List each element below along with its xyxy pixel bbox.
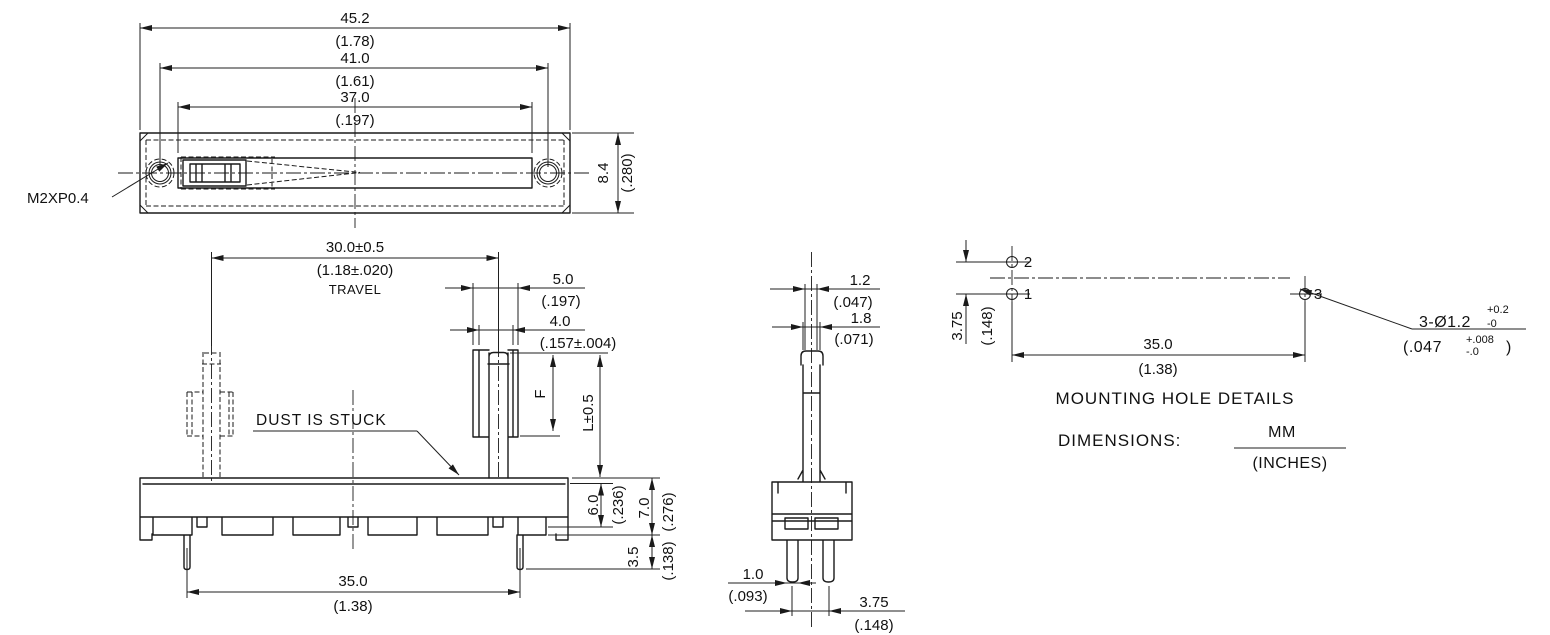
- dim-37-0-in-label: (.197): [335, 112, 374, 129]
- dim-3-75-label: 3.75: [859, 594, 888, 611]
- dim-6-0-label: 6.0: [585, 495, 602, 516]
- mount-extension-lines: [1011, 302, 1306, 362]
- units-note-numerator: MM: [1268, 424, 1296, 441]
- hole-callout-leader: [1299, 288, 1413, 330]
- dim-1-2-label: 1.2: [850, 272, 871, 289]
- dim-41-0-label: 41.0: [340, 50, 369, 67]
- dim-4-0-in-label: (.157±.004): [540, 335, 617, 352]
- dim-5-0-label: 5.0: [553, 271, 574, 288]
- dim-7-0-label: 7.0: [636, 498, 653, 519]
- travel-text-label: TRAVEL: [329, 282, 382, 297]
- front-view: 30.0±0.5 (1.18±.020) TRAVEL 5.0 (.197) 4…: [139, 239, 677, 615]
- front-view-knob-phantom: [186, 352, 234, 478]
- dim-travel-label: 30.0±0.5: [326, 239, 384, 256]
- dim-1-0-in-label: (.093): [728, 588, 767, 605]
- hole-callout-in-close: ): [1506, 339, 1512, 356]
- dim-4-0-label: 4.0: [550, 313, 571, 330]
- dim-mount-3-75-label: 3.75: [949, 311, 966, 340]
- dim-8-4-label: 8.4: [595, 163, 612, 184]
- hole-callout-in-tol-minus: -.0: [1466, 346, 1479, 358]
- units-note-label: DIMENSIONS:: [1058, 431, 1181, 450]
- hole-callout-in-label: (.047: [1403, 339, 1442, 356]
- top-view-centerlines: [118, 98, 592, 228]
- hole-2-label: 2: [1024, 254, 1032, 271]
- dim-3-5-label: 3.5: [625, 547, 642, 568]
- hole-3-label: 3: [1314, 286, 1322, 303]
- hole-1-label: 1: [1024, 286, 1032, 303]
- dim-5-0-in-label: (.197): [541, 293, 580, 310]
- dim-45-2-in-label: (1.78): [335, 33, 374, 50]
- dim-35-0-label: 35.0: [338, 573, 367, 590]
- dim-6-0-in-label: (.236): [610, 485, 627, 524]
- dust-note-label: DUST IS STUCK: [256, 412, 387, 429]
- mounting-hole-details: 2 1 3 3.75 (.148) 35.0 (1.38) 3-Ø1.2 +0.…: [949, 240, 1526, 408]
- dim-mount-35-0-in-label: (1.38): [1138, 361, 1177, 378]
- dim-l-label: L±0.5: [580, 394, 597, 431]
- dim-37-0-label: 37.0: [340, 89, 369, 106]
- hole-callout-tol-plus: +0.2: [1487, 304, 1509, 316]
- dim-travel-in-label: (1.18±.020): [317, 262, 394, 279]
- dim-45-2-label: 45.2: [340, 10, 369, 27]
- dim-1-2-in-label: (.047): [833, 294, 872, 311]
- front-view-extension-lines: [186, 252, 660, 598]
- hole-callout-label: 3-Ø1.2: [1419, 314, 1471, 331]
- dim-35-0-in-label: (1.38): [333, 598, 372, 615]
- dim-41-0-in-label: (1.61): [335, 73, 374, 90]
- dim-3-5-in-label: (.138): [660, 541, 677, 580]
- dust-note-leader: [416, 430, 460, 476]
- thread-callout-label: M2XP0.4: [27, 190, 89, 207]
- dim-3-75-in-label: (.148): [854, 617, 893, 634]
- front-view-centerlines: [211, 340, 499, 552]
- front-view-slider-knob: [472, 349, 519, 479]
- side-view: 1.2 (.047) 1.8 (.071) 1.0 (.093) 3.75 (.…: [728, 252, 905, 634]
- thread-leader-line: [111, 162, 169, 198]
- top-view-extension-lines: [139, 23, 634, 214]
- dim-1-8-in-label: (.071): [834, 331, 873, 348]
- mounting-details-title: MOUNTING HOLE DETAILS: [1056, 389, 1295, 408]
- front-view-body-outline: [139, 477, 569, 571]
- dim-mount-3-75-in-label: (.148): [979, 306, 996, 345]
- units-note-denominator: (INCHES): [1252, 455, 1327, 472]
- top-view: 45.2 (1.78) 41.0 (1.61) 37.0 (.197) 8.4 …: [27, 10, 636, 228]
- dim-1-0-label: 1.0: [743, 566, 764, 583]
- units-note: DIMENSIONS: MM (INCHES): [1058, 424, 1346, 472]
- hole-callout-in-tol-plus: +.008: [1466, 334, 1494, 346]
- dim-7-0-in-label: (.276): [660, 492, 677, 531]
- side-view-outline: [771, 350, 853, 583]
- hole-callout-tol-minus: -0: [1487, 318, 1497, 330]
- dim-8-4-in-label: (.280): [619, 153, 636, 192]
- dim-mount-35-0-label: 35.0: [1143, 336, 1172, 353]
- dim-f-label: F: [532, 389, 549, 398]
- dim-1-8-label: 1.8: [851, 310, 872, 327]
- top-view-corner-ticks: [139, 132, 571, 214]
- mount-centerlines: [990, 246, 1306, 316]
